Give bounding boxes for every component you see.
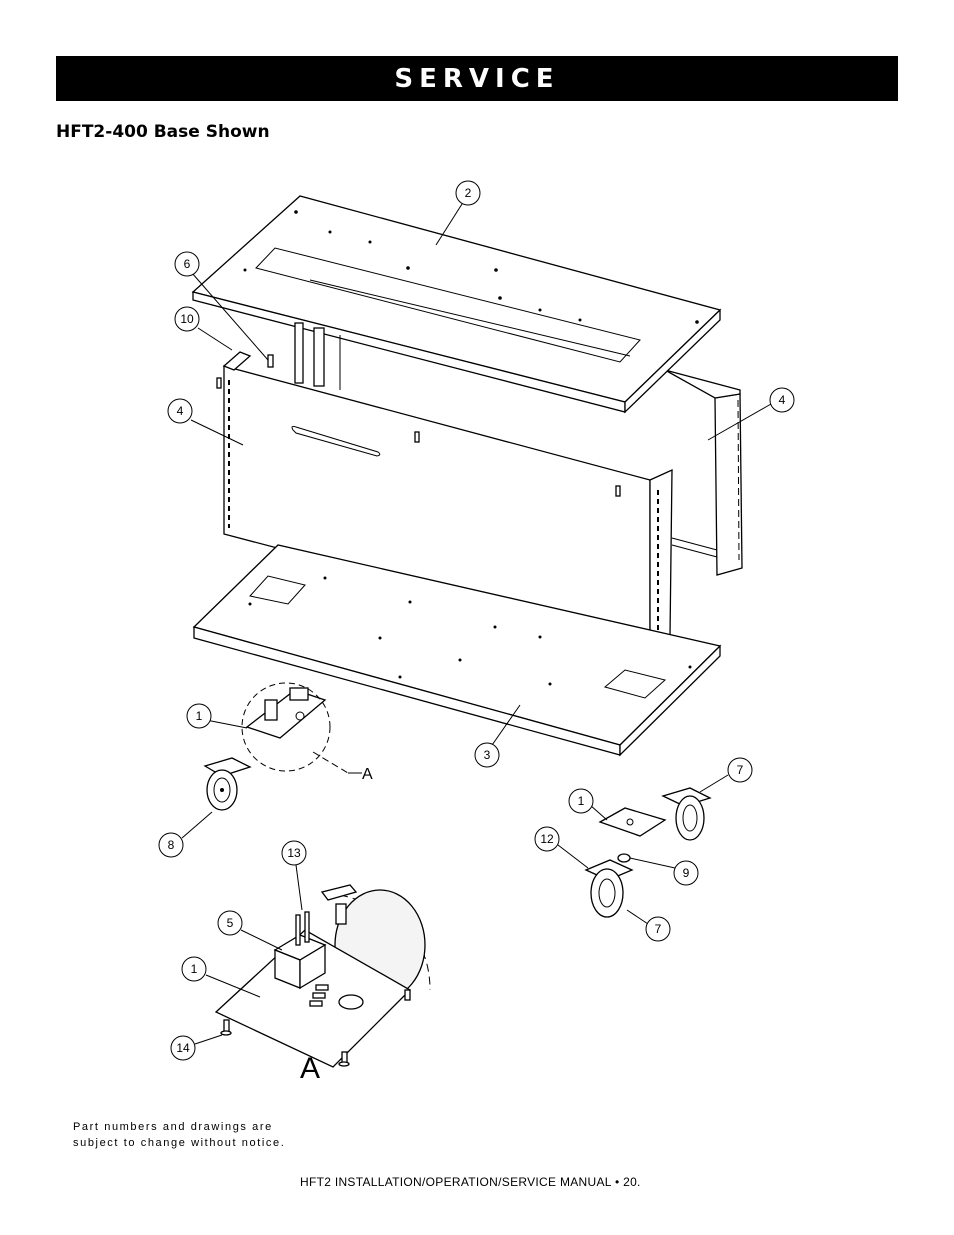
callout-9-label: 9: [683, 866, 690, 880]
disclaimer-line-2: subject to change without notice.: [73, 1137, 286, 1149]
caster-wheel-8: [203, 757, 252, 811]
base-plate: [192, 544, 722, 757]
callout-13-label: 13: [287, 846, 301, 860]
callout-2-label: 2: [465, 186, 472, 200]
callout-4-front-label: 4: [177, 404, 184, 418]
callout-14: 14: [170, 1035, 196, 1061]
callout-1-c: 1: [181, 956, 207, 982]
callout-6: 6: [174, 251, 200, 277]
callout-8: 8: [158, 832, 184, 858]
disclaimer-line-1: Part numbers and drawings are: [73, 1121, 273, 1133]
top-cover: [191, 195, 722, 414]
section-title: HFT2-400 Base Shown: [56, 122, 270, 142]
right-end-panel: [664, 369, 743, 576]
callout-9: 9: [673, 860, 699, 886]
section-banner: SERVICE: [56, 56, 898, 101]
banner-title: SERVICE: [394, 63, 560, 94]
detail-a-title: A: [300, 1052, 320, 1085]
callout-1-a-label: 1: [196, 709, 203, 723]
callout-4-front: 4: [167, 398, 193, 424]
callout-7-top: 7: [727, 757, 753, 783]
callout-1-c-label: 1: [191, 962, 198, 976]
caster-plate-detail-small: [241, 682, 362, 774]
callout-4-end-label: 4: [779, 393, 786, 407]
callout-7-top-label: 7: [737, 763, 744, 777]
callout-5: 5: [217, 910, 243, 936]
leader-lines: [181, 203, 772, 1045]
callout-10: 10: [174, 306, 200, 332]
callout-2: 2: [455, 180, 481, 206]
callout-5-label: 5: [227, 916, 234, 930]
callout-4-end: 4: [769, 387, 795, 413]
callout-8-label: 8: [168, 838, 175, 852]
callout-3: 3: [474, 742, 500, 768]
callout-13: 13: [281, 840, 307, 866]
callout-12: 12: [534, 826, 560, 852]
detail-a-marker: A: [362, 766, 373, 783]
callout-7-bottom: 7: [645, 916, 671, 942]
front-panel: [216, 351, 673, 648]
inner-frame: [267, 322, 341, 390]
callout-6-label: 6: [184, 257, 191, 271]
callout-3-label: 3: [484, 748, 491, 762]
right-caster-assembly: [584, 787, 712, 918]
disclaimer-note: Part numbers and drawings are subject to…: [73, 1119, 285, 1151]
callout-1-a: 1: [186, 703, 212, 729]
detail-a-assembly: [214, 884, 431, 1068]
callout-1-b-label: 1: [578, 794, 585, 808]
callout-12-label: 12: [540, 832, 554, 846]
callout-14-label: 14: [176, 1041, 190, 1055]
callout-10-label: 10: [180, 312, 194, 326]
callout-1-b: 1: [568, 788, 594, 814]
callout-7-bottom-label: 7: [655, 922, 662, 936]
page-footer: HFT2 INSTALLATION/OPERATION/SERVICE MANU…: [300, 1175, 641, 1189]
